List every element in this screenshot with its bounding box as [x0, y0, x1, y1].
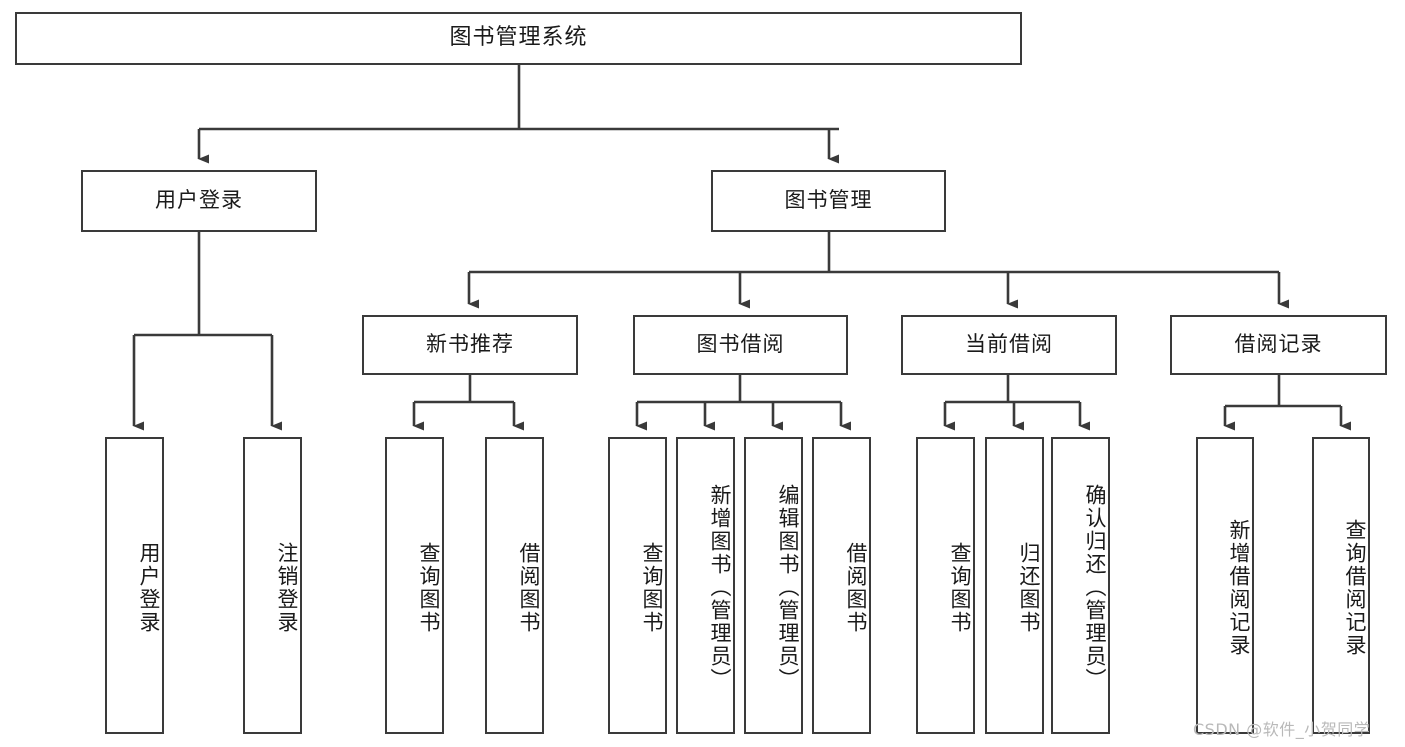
node-current-borrow[interactable]: 当前借阅: [901, 315, 1117, 375]
node-user-login[interactable]: 用户登录: [81, 170, 317, 232]
node-leaf-add-record[interactable]: 新增借阅记录: [1196, 437, 1254, 734]
node-leaf-confirm-return[interactable]: 确认归还（管理员）: [1051, 437, 1110, 734]
node-book-manage[interactable]: 图书管理: [711, 170, 946, 232]
node-leaf-query-book-3[interactable]: 查询图书: [916, 437, 975, 734]
node-root-label: 图书管理系统: [449, 25, 588, 51]
node-book-manage-label: 图书管理: [784, 188, 873, 213]
node-leaf-user-logout[interactable]: 注销登录: [243, 437, 302, 734]
node-leaf-query-book-2-label: 查询图书: [640, 541, 664, 634]
node-leaf-query-record-label: 查询借阅记录: [1343, 518, 1367, 657]
node-leaf-query-book-2[interactable]: 查询图书: [608, 437, 667, 734]
node-leaf-user-login-label: 用户登录: [137, 541, 161, 634]
node-leaf-add-book-label: 新增图书（管理员）: [708, 484, 732, 691]
csdn-watermark: CSDN @软件_小贺同学: [1193, 720, 1371, 739]
node-user-login-label: 用户登录: [155, 188, 243, 213]
node-leaf-return-book-label: 归还图书: [1017, 541, 1041, 634]
node-book-borrow[interactable]: 图书借阅: [633, 315, 848, 375]
node-leaf-edit-book-label: 编辑图书（管理员）: [776, 484, 800, 691]
node-new-book-recommend-label: 新书推荐: [426, 332, 514, 357]
node-new-book-recommend[interactable]: 新书推荐: [362, 315, 578, 375]
node-root[interactable]: 图书管理系统: [15, 12, 1022, 65]
node-leaf-user-logout-label: 注销登录: [275, 541, 299, 634]
node-book-borrow-label: 图书借阅: [696, 332, 785, 357]
node-leaf-borrow-book-2-label: 借阅图书: [844, 541, 868, 634]
node-leaf-query-book-3-label: 查询图书: [948, 541, 972, 634]
node-borrow-record[interactable]: 借阅记录: [1170, 315, 1387, 375]
node-leaf-user-login[interactable]: 用户登录: [105, 437, 164, 734]
node-leaf-add-record-label: 新增借阅记录: [1227, 518, 1251, 657]
node-leaf-query-book-1[interactable]: 查询图书: [385, 437, 444, 734]
node-leaf-borrow-book-2[interactable]: 借阅图书: [812, 437, 871, 734]
node-leaf-borrow-book-1-label: 借阅图书: [517, 541, 541, 634]
node-leaf-edit-book[interactable]: 编辑图书（管理员）: [744, 437, 803, 734]
node-leaf-borrow-book-1[interactable]: 借阅图书: [485, 437, 544, 734]
node-leaf-add-book[interactable]: 新增图书（管理员）: [676, 437, 735, 734]
node-leaf-return-book[interactable]: 归还图书: [985, 437, 1044, 734]
node-borrow-record-label: 借阅记录: [1234, 332, 1323, 357]
node-leaf-confirm-return-label: 确认归还（管理员）: [1083, 484, 1107, 691]
node-leaf-query-book-1-label: 查询图书: [417, 541, 441, 634]
node-current-borrow-label: 当前借阅: [965, 332, 1053, 357]
node-leaf-query-record[interactable]: 查询借阅记录: [1312, 437, 1370, 734]
